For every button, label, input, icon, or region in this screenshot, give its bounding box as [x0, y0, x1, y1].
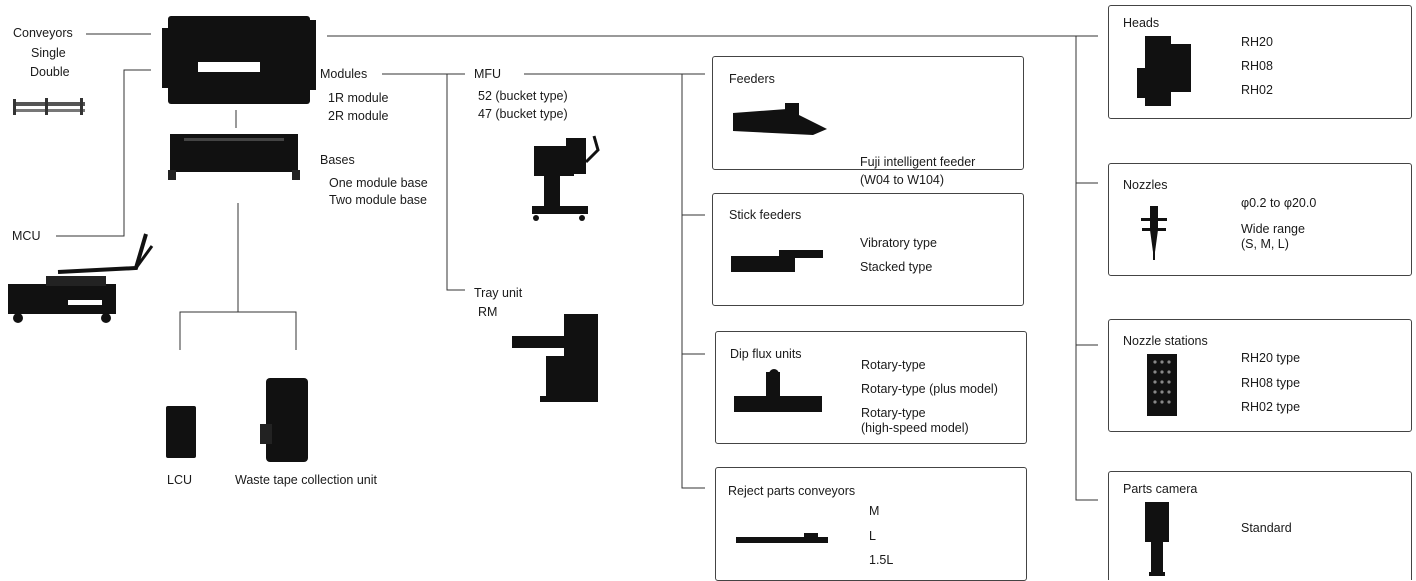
mcu-connector	[56, 69, 151, 237]
reject-m: M	[869, 504, 880, 518]
reject-1-5l: 1.5L	[869, 553, 894, 567]
bases-title: Bases	[320, 153, 355, 167]
mfu-47: 47 (bucket type)	[478, 107, 568, 121]
heads-title: Heads	[1123, 16, 1160, 30]
conveyors-title: Conveyors	[13, 26, 73, 40]
heads-box: Heads RH20 RH08 RH02	[1108, 5, 1412, 119]
feeders-box: Feeders Fuji intelligent feeder (W04 to …	[712, 56, 1024, 187]
camera-title: Parts camera	[1123, 482, 1198, 496]
lcu-image	[166, 406, 196, 458]
machine-base-image	[168, 134, 300, 180]
waste-unit-image	[260, 378, 308, 462]
reject-title: Reject parts conveyors	[728, 484, 856, 498]
base-two-module: Two module base	[329, 193, 427, 207]
conveyor-double: Double	[30, 65, 70, 79]
reject-conveyor-image	[736, 533, 828, 543]
stick-vibratory: Vibratory type	[860, 236, 937, 250]
mfu-52: 52 (bucket type)	[478, 89, 568, 103]
nozzles-box: Nozzles φ0.2 to φ20.0 Wide range (S, M, …	[1108, 163, 1412, 276]
dip-rotary-hs-note: (high-speed model)	[861, 421, 969, 435]
mcu-image	[8, 233, 154, 323]
conveyor-single: Single	[31, 46, 66, 60]
camera-standard: Standard	[1241, 521, 1292, 535]
nozzles-title: Nozzles	[1123, 178, 1168, 192]
feeder-image	[733, 103, 827, 135]
dip-rotary-hs: Rotary-type	[861, 406, 926, 420]
dip-flux-image	[734, 369, 822, 412]
stick-feeders-box: Stick feeders Vibratory type Stacked typ…	[712, 193, 1024, 306]
lcu-waste-branch	[179, 311, 297, 350]
nozzle-station-image	[1147, 354, 1177, 416]
tray-title: Tray unit	[474, 286, 523, 300]
nozzle-stations-box: Nozzle stations RH20 type RH08 type RH02…	[1108, 319, 1412, 432]
reject-conveyors-box: Reject parts conveyors M L 1.5L	[715, 467, 1027, 581]
stick-title: Stick feeders	[729, 208, 802, 222]
stations-title: Nozzle stations	[1123, 334, 1208, 348]
nozzle-range: φ0.2 to φ20.0	[1241, 196, 1317, 210]
mfu-title: MFU	[474, 67, 502, 81]
nozzle-sizes: (S, M, L)	[1241, 237, 1289, 251]
station-rh02: RH02 type	[1241, 400, 1301, 414]
nozzle-wide: Wide range	[1241, 222, 1305, 236]
mfu-image	[532, 135, 600, 221]
tray-branch	[446, 74, 465, 291]
mcu-title: MCU	[12, 229, 41, 243]
feeder-fuji: Fuji intelligent feeder	[860, 155, 976, 169]
dip-rotary-plus: Rotary-type (plus model)	[861, 382, 998, 396]
stick-feeder-image	[731, 250, 823, 272]
module-1r: 1R module	[328, 91, 389, 105]
heads-image	[1137, 36, 1191, 106]
module-2r: 2R module	[328, 109, 389, 123]
right-trunk	[1075, 36, 1098, 501]
feeder-range: (W04 to W104)	[860, 173, 945, 187]
tray-unit-image	[512, 314, 598, 402]
parts-camera-box: Parts camera Standard	[1108, 471, 1412, 580]
conveyor-image	[13, 98, 85, 115]
head-rh02: RH02	[1241, 83, 1273, 97]
tray-rm: RM	[478, 305, 498, 319]
dip-flux-box: Dip flux units Rotary-type Rotary-type (…	[715, 331, 1027, 444]
modules-title: Modules	[320, 67, 368, 81]
station-rh20: RH20 type	[1241, 351, 1301, 365]
reject-l: L	[869, 529, 876, 543]
feeders-title: Feeders	[729, 72, 775, 86]
parts-camera-image	[1145, 502, 1169, 576]
dip-rotary: Rotary-type	[861, 358, 926, 372]
machine-module-image	[162, 16, 316, 104]
nozzle-image	[1141, 206, 1167, 260]
base-one-module: One module base	[329, 176, 428, 190]
waste-title: Waste tape collection unit	[235, 473, 377, 487]
head-rh20: RH20	[1241, 35, 1273, 49]
head-rh08: RH08	[1241, 59, 1273, 73]
station-rh08: RH08 type	[1241, 376, 1301, 390]
dip-title: Dip flux units	[730, 347, 802, 361]
feeder-trunk	[681, 74, 705, 489]
stick-stacked: Stacked type	[860, 260, 933, 274]
lcu-title: LCU	[167, 473, 193, 487]
